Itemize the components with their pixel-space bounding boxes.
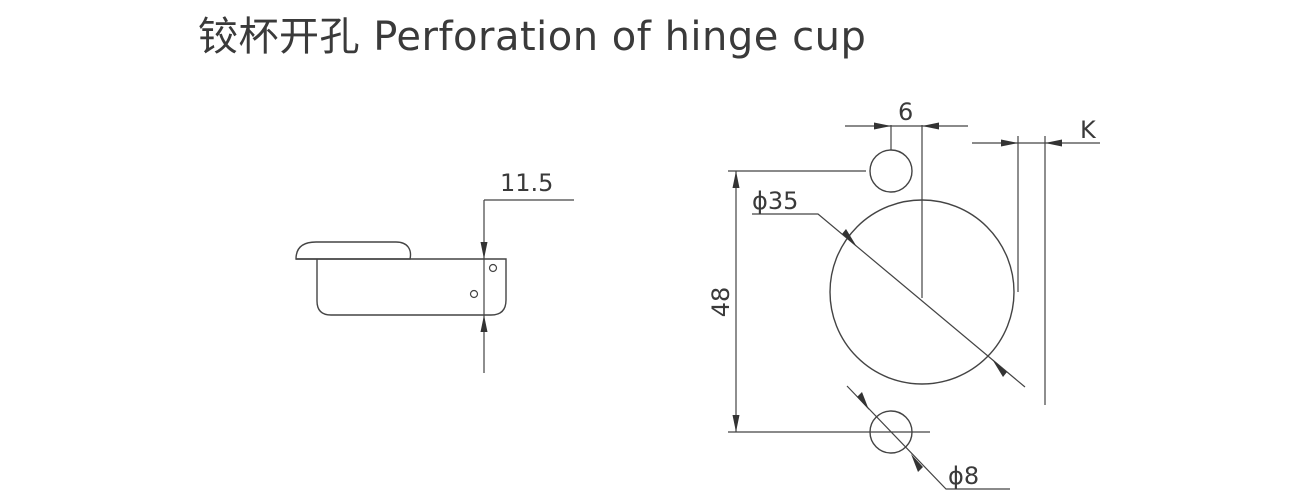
cup-flange [295, 241, 412, 260]
side-view: 11.5 [295, 169, 574, 373]
cup-diameter-label: ϕ35 [752, 187, 798, 215]
k-dimension-label: K [1080, 116, 1097, 144]
offset-dimension-label: 6 [898, 98, 913, 126]
page-title: 铰杯开孔 Perforation of hinge cup [198, 14, 867, 60]
front-view: 6 K 48 ϕ35 [707, 98, 1100, 490]
k-dimension [972, 136, 1100, 405]
depth-dimension-label: 11.5 [500, 169, 553, 197]
side-hole-lower [469, 289, 479, 299]
offset-dimension [845, 122, 968, 150]
cup-diameter-leader [752, 213, 1026, 388]
screw-diameter-label: ϕ8 [948, 462, 979, 490]
side-hole-upper [488, 263, 498, 273]
cup-body [296, 258, 507, 316]
screw-diameter-leader [846, 385, 1010, 490]
depth-dimension [480, 199, 574, 373]
screw-hole-upper [869, 149, 913, 193]
hole-spacing-label: 48 [707, 287, 735, 318]
hole-spacing-dimension [728, 170, 930, 433]
